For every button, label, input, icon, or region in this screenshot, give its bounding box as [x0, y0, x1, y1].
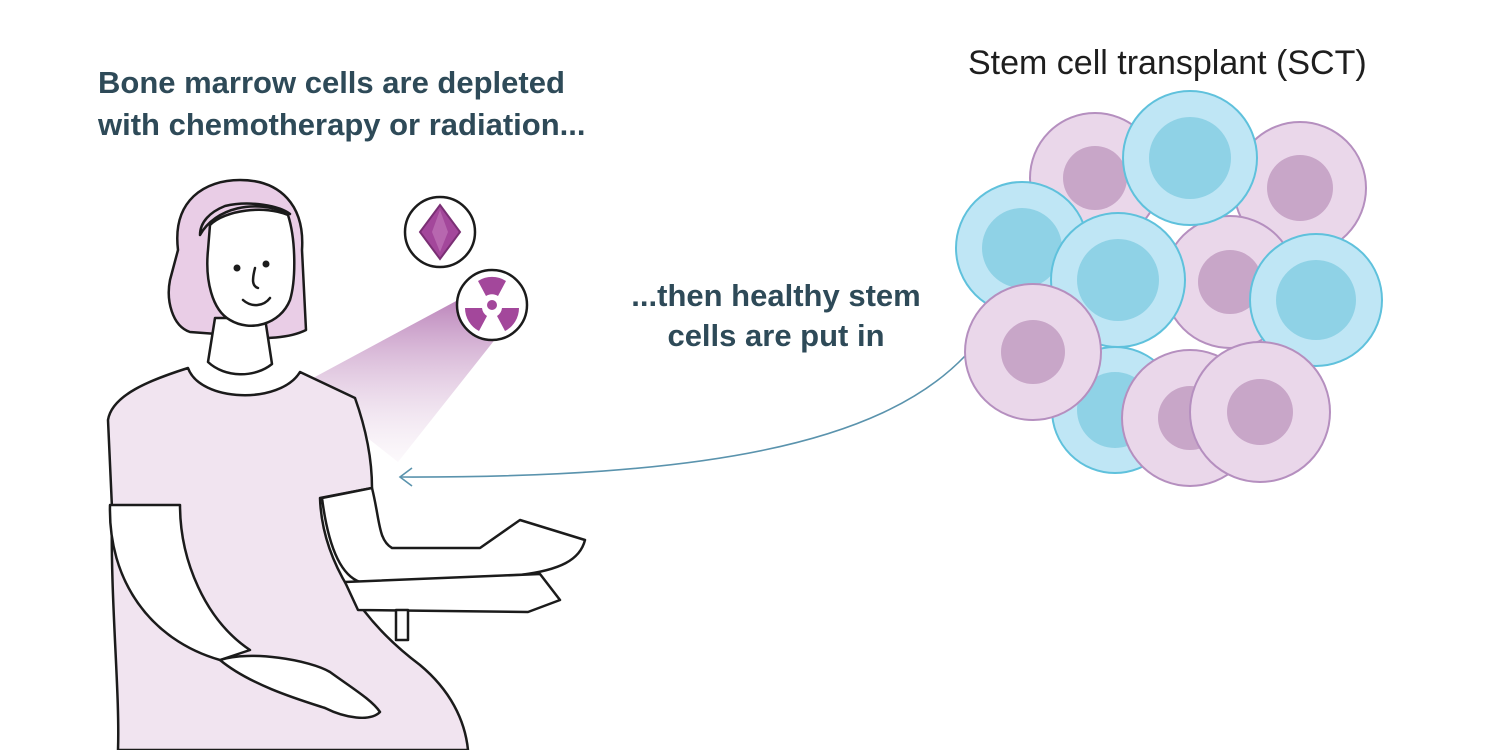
- transplant-title: Stem cell transplant (SCT): [968, 44, 1367, 82]
- patient-face: [206, 208, 296, 327]
- patient-nose: [251, 266, 260, 290]
- infusion-label: ...then healthy stem cells are put in: [596, 276, 956, 356]
- depletion-heading: Bone marrow cells are depleted with chem…: [98, 62, 585, 146]
- cell-lavender: [1233, 121, 1367, 255]
- patient-figure: [106, 178, 587, 750]
- infusion-label-line1: ...then healthy stem: [631, 278, 921, 313]
- infusion-arrow-head: [398, 467, 413, 487]
- patient-eye-right: [262, 260, 270, 268]
- cell-blue: [1249, 233, 1383, 367]
- cell-lavender: [1189, 341, 1331, 483]
- cell-blue: [1122, 90, 1258, 226]
- patient-lap-hand: [218, 654, 382, 720]
- stem-cell-cluster: [955, 90, 1383, 487]
- infusion-label-line2: cells are put in: [667, 318, 885, 353]
- armrest-table: [343, 572, 562, 614]
- radiation-icon: [455, 268, 529, 342]
- armrest-leg: [394, 608, 410, 642]
- patient-left-arm: [108, 503, 252, 662]
- infusion-arrow-line: [399, 355, 966, 478]
- depletion-heading-line2: with chemotherapy or radiation...: [98, 107, 586, 142]
- patient-right-arm: [320, 486, 587, 584]
- cell-blue: [1050, 212, 1186, 348]
- depletion-heading-line1: Bone marrow cells are depleted: [98, 65, 565, 100]
- patient-fringe: [198, 202, 292, 237]
- patient-eye-left: [233, 264, 241, 272]
- patient-smile: [241, 296, 272, 307]
- chemotherapy-icon: [403, 195, 477, 269]
- cell-lavender: [964, 283, 1102, 421]
- patient-neck: [206, 316, 274, 376]
